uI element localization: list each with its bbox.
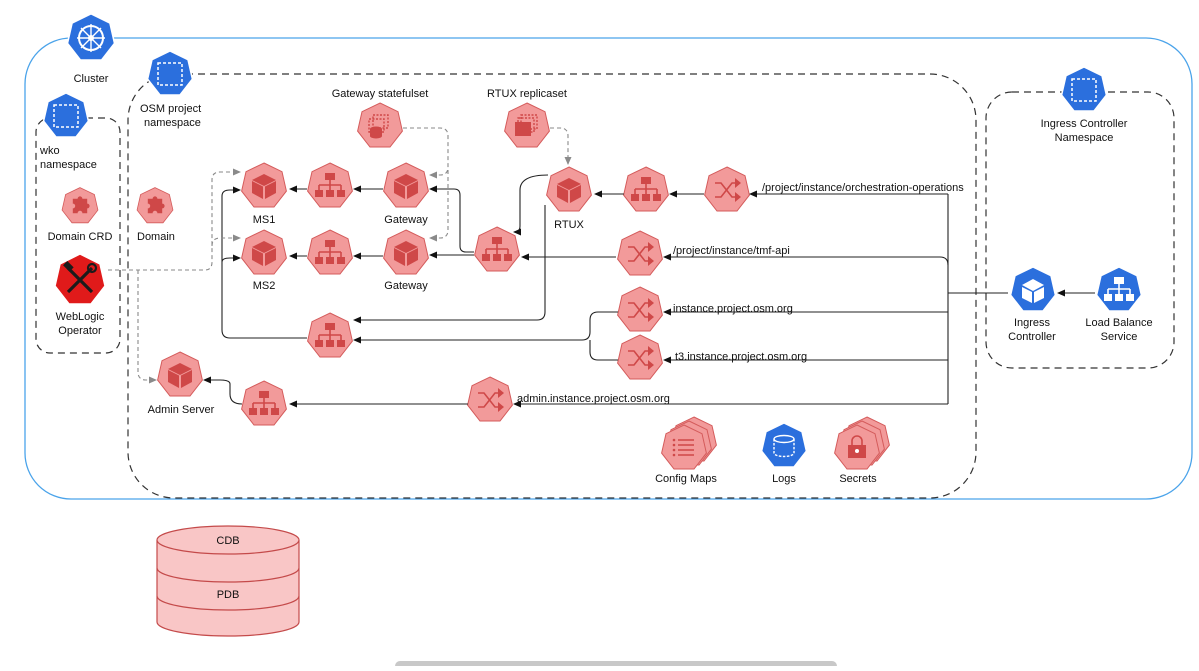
statefulset-to-gateway-2-connector xyxy=(429,170,449,242)
route-orchestration-label: /project/instance/orchestration-operatio… xyxy=(762,182,964,194)
cdb-label: CDB xyxy=(216,535,239,547)
operator-to-ms2-connector xyxy=(211,234,241,247)
secrets-label: Secrets xyxy=(839,473,877,485)
gateway-1-pod-icon xyxy=(383,162,429,208)
rtux-to-cluster-svc-connector xyxy=(353,205,546,324)
domain-label: Domain xyxy=(137,231,175,243)
ms1-pod-icon xyxy=(241,162,287,208)
rtux-label: RTUX xyxy=(554,219,584,231)
cluster-svc-to-ms2-connector xyxy=(221,254,241,263)
weblogic-operator-label: WebLogic xyxy=(56,311,105,323)
rtux-pod-icon xyxy=(546,166,592,212)
ms2-service-icon xyxy=(307,229,353,275)
route-admin-label: admin.instance.project.osm.org xyxy=(517,393,670,405)
ms1-service-icon xyxy=(307,162,353,208)
ingress-controller-icon xyxy=(1009,266,1057,312)
rtux-service-icon xyxy=(623,166,669,212)
ingress-namespace-icon xyxy=(1060,66,1108,112)
route-osm-org-label: instance.project.osm.org xyxy=(673,303,793,315)
volume-icon xyxy=(760,422,808,468)
cluster-label: Cluster xyxy=(74,73,109,85)
ingress-namespace-boundary xyxy=(985,91,1175,369)
gateway-service-icon xyxy=(474,226,520,272)
ingress-namespace-label-2: Namespace xyxy=(1055,132,1114,144)
ingress-controller-label-2: Controller xyxy=(1008,331,1056,343)
admin-server-label: Admin Server xyxy=(148,404,215,416)
weblogic-operator-label-2: Operator xyxy=(58,325,102,337)
osm-org-to-cluster-svc-connector xyxy=(353,311,618,344)
t3-to-cluster-svc-connector xyxy=(589,340,618,361)
gateway-svc-to-gateway-1-connector xyxy=(429,185,474,253)
admin-svc-to-pod-connector xyxy=(203,376,243,405)
replicaset-to-rtux-connector xyxy=(550,127,572,165)
gateway-2-label: Gateway xyxy=(384,280,428,292)
route-tmf-label: /project/instance/tmf-api xyxy=(673,245,790,257)
secret-icon xyxy=(834,416,890,470)
ms2-label: MS2 xyxy=(253,280,276,292)
domain-icon xyxy=(136,187,174,224)
rtux-replicaset-label: RTUX replicaset xyxy=(487,88,567,100)
config-maps-label: Config Maps xyxy=(655,473,717,485)
osm-namespace-boundary xyxy=(127,73,977,499)
ingress-t3-icon xyxy=(617,334,663,380)
cluster-boundary xyxy=(24,37,1193,500)
pdb-label: PDB xyxy=(217,589,240,601)
load-balancer-service-icon xyxy=(1095,266,1143,312)
route-t3-label: t3.instance.project.osm.org xyxy=(675,351,807,363)
operator-to-admin-connector xyxy=(137,270,157,384)
ingress-tmf-icon xyxy=(617,230,663,276)
route-tmf-connector xyxy=(663,253,949,266)
ingress-admin-icon xyxy=(467,376,513,422)
statefulset-icon xyxy=(357,102,403,148)
kubernetes-wheel-icon xyxy=(66,13,116,61)
horizontal-scrollbar[interactable] xyxy=(395,661,837,671)
ms2-pod-icon xyxy=(241,229,287,275)
ingress-orchestration-icon xyxy=(704,166,750,212)
operator-to-ms1-connector xyxy=(108,168,241,271)
gateway-statefulset-label: Gateway statefulset xyxy=(332,88,429,100)
operator-tools-icon xyxy=(54,253,106,305)
ms1-label: MS1 xyxy=(253,214,276,226)
configmap-icon xyxy=(661,416,717,470)
ingress-controller-label: Ingress xyxy=(1014,317,1051,329)
wko-namespace-icon xyxy=(42,92,90,138)
domain-crd-icon xyxy=(61,187,99,224)
database-icon xyxy=(156,525,300,637)
replicaset-icon xyxy=(504,102,550,148)
wko-namespace-label: wko xyxy=(39,145,60,157)
osm-namespace-label: OSM project xyxy=(140,103,201,115)
load-balancer-label: Load Balance xyxy=(1085,317,1152,329)
cluster-service-icon xyxy=(307,312,353,358)
cluster-svc-to-ms1-connector xyxy=(221,186,307,339)
admin-server-pod-icon xyxy=(157,351,203,397)
osm-namespace-label-2: namespace xyxy=(144,117,201,129)
logs-label: Logs xyxy=(772,473,796,485)
gateway-2-pod-icon xyxy=(383,229,429,275)
admin-service-icon xyxy=(241,380,287,426)
ingress-namespace-label: Ingress Controller xyxy=(1041,118,1128,130)
statefulset-to-gateway-1-connector xyxy=(403,127,449,179)
rtux-to-gateway-svc-connector xyxy=(513,174,549,236)
load-balancer-label-2: Service xyxy=(1101,331,1138,343)
gateway-1-label: Gateway xyxy=(384,214,428,226)
wko-namespace-label-2: namespace xyxy=(40,159,97,171)
osm-namespace-icon xyxy=(146,50,194,96)
ingress-osm-org-icon xyxy=(617,286,663,332)
domain-crd-label: Domain CRD xyxy=(48,231,113,243)
